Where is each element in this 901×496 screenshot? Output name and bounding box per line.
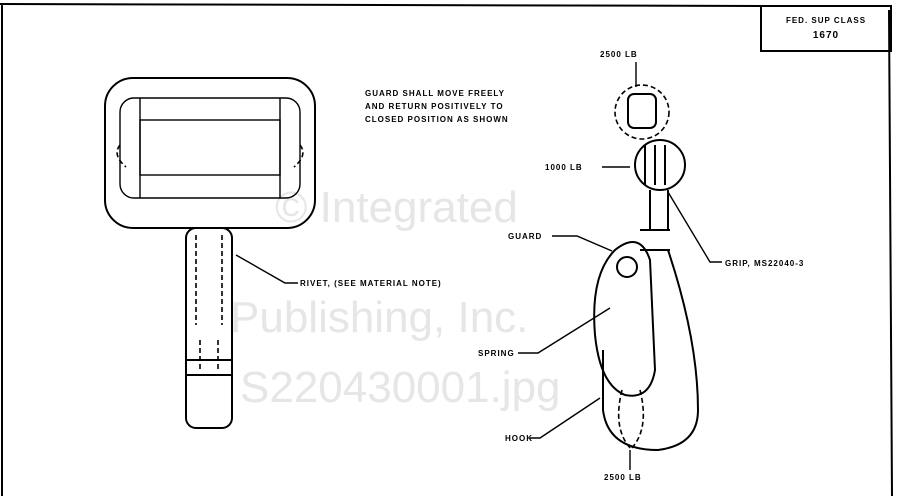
guard-callout: GUARD — [508, 232, 542, 241]
note-line3: CLOSED POSITION AS SHOWN — [365, 115, 509, 124]
title-block-line1: FED. SUP CLASS — [786, 16, 866, 25]
title-block-line2: 1670 — [813, 30, 839, 41]
guard-leader — [552, 235, 613, 252]
hook-leader — [530, 397, 601, 439]
spring-leader — [518, 307, 611, 354]
load-side: 1000 LB — [545, 163, 583, 172]
load-bottom: 2500 LB — [604, 473, 642, 482]
rivet-leader — [235, 254, 298, 284]
watermark-line1: © Integrated — [275, 183, 518, 232]
watermark-line3: S220430001.jpg — [240, 363, 561, 412]
note-line1: GUARD SHALL MOVE FREELY — [365, 89, 505, 98]
grip-leader — [667, 191, 722, 263]
grip-callout: GRIP, MS22040-3 — [725, 259, 804, 268]
spring-callout: SPRING — [478, 349, 515, 358]
load-top: 2500 LB — [600, 50, 638, 59]
watermark-line2: Publishing, Inc. — [230, 293, 528, 342]
rivet-callout: RIVET, (SEE MATERIAL NOTE) — [300, 279, 442, 288]
drawing-border — [0, 3, 893, 496]
grip-front-view — [104, 77, 316, 429]
title-block — [760, 5, 892, 52]
note-line2: AND RETURN POSITIVELY TO — [365, 102, 504, 111]
hook-callout: HOOK — [505, 434, 533, 443]
hook-side-view: 2500 LB 1000 LB — [545, 50, 700, 470]
